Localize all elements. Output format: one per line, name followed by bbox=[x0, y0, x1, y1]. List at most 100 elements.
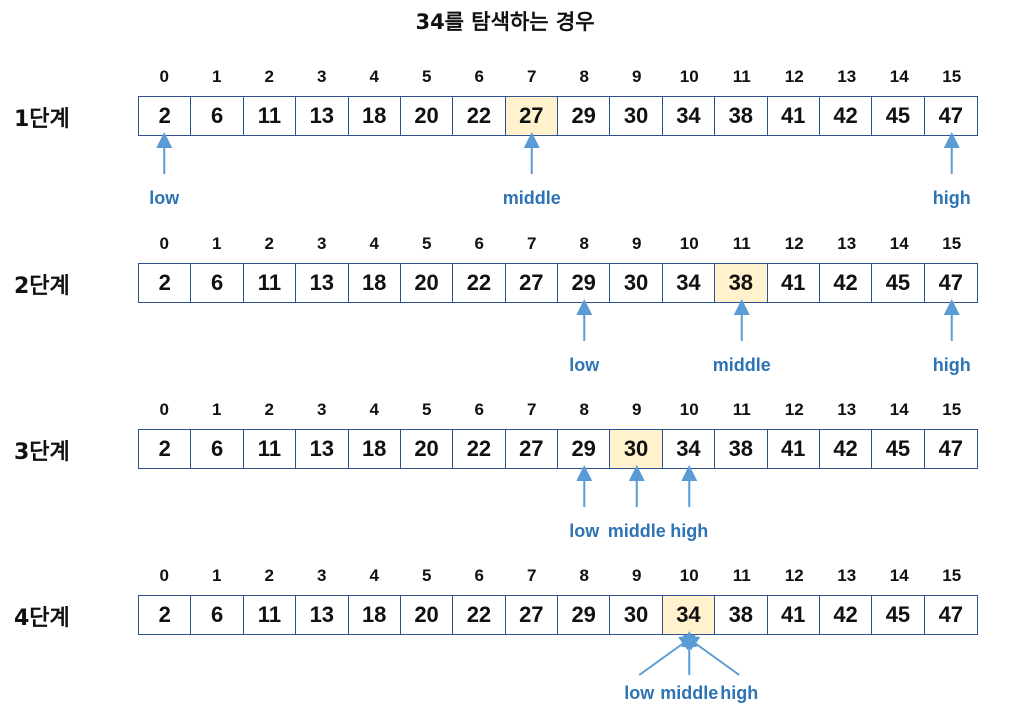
index-label: 1 bbox=[212, 400, 222, 419]
index-label: 12 bbox=[784, 400, 804, 419]
array-cell: 27 bbox=[506, 264, 558, 302]
index-label: 2 bbox=[264, 400, 274, 419]
index-label: 3 bbox=[317, 400, 327, 419]
array-cell: 29 bbox=[558, 430, 611, 468]
array-cell: 6 bbox=[191, 430, 244, 468]
index-label: 14 bbox=[889, 234, 909, 253]
array-cell: 45 bbox=[872, 97, 925, 135]
array-cell: 41 bbox=[768, 264, 820, 302]
stage-label-2: 2단계 bbox=[14, 274, 70, 299]
index-label: 7 bbox=[527, 234, 537, 253]
index-label: 3 bbox=[317, 234, 327, 253]
array-cell: 38 bbox=[715, 97, 768, 135]
index-label: 4 bbox=[369, 67, 379, 86]
index-label: 4 bbox=[369, 400, 379, 419]
array-cell: 13 bbox=[296, 264, 349, 302]
index-label: 11 bbox=[732, 400, 751, 419]
pointer-label-high: high bbox=[932, 355, 971, 375]
array-cell: 30 bbox=[610, 97, 663, 135]
index-label: 13 bbox=[837, 67, 857, 86]
index-label: 7 bbox=[527, 400, 537, 419]
array-cell: 47 bbox=[938, 103, 964, 128]
index-label: 10 bbox=[679, 234, 699, 253]
index-label: 14 bbox=[889, 67, 909, 86]
diagram-title: 34를 탐색하는 경우 bbox=[415, 10, 595, 34]
index-label: 9 bbox=[632, 67, 642, 86]
array-cell: 6 bbox=[191, 97, 244, 135]
array-cell: 45 bbox=[872, 596, 925, 634]
array-cell: 41 bbox=[768, 430, 820, 468]
array-cell: 2 bbox=[139, 97, 192, 135]
array-cell: 34 bbox=[663, 264, 716, 302]
array-cell: 42 bbox=[820, 264, 873, 302]
array-cell: 34 bbox=[663, 430, 716, 468]
pointer-label-high: high bbox=[932, 188, 971, 208]
array-cell: 47 bbox=[938, 602, 964, 627]
array-cell: 22 bbox=[453, 264, 506, 302]
array-cell: 18 bbox=[349, 430, 401, 468]
pointer-label-high: high bbox=[720, 683, 759, 703]
index-label: 12 bbox=[784, 67, 804, 86]
array-cell: 20 bbox=[401, 430, 454, 468]
index-label: 6 bbox=[474, 566, 484, 585]
array-cell: 47 bbox=[938, 436, 964, 461]
array-cell: 18 bbox=[349, 264, 401, 302]
array-cell: 45 bbox=[872, 264, 925, 302]
array-cell: 38 bbox=[715, 430, 768, 468]
index-label: 1 bbox=[212, 234, 222, 253]
array-cell: 13 bbox=[296, 97, 349, 135]
index-label: 11 bbox=[732, 67, 751, 86]
index-label: 3 bbox=[317, 67, 327, 86]
array-cell: 2 bbox=[139, 264, 192, 302]
index-label: 12 bbox=[784, 234, 804, 253]
index-label: 0 bbox=[159, 67, 169, 86]
pointer-label-middle: middle bbox=[660, 683, 719, 703]
pointer-label-middle: middle bbox=[712, 355, 771, 375]
pointer-label-low: low bbox=[149, 188, 180, 208]
index-label: 11 bbox=[732, 566, 751, 585]
index-label: 14 bbox=[889, 566, 909, 585]
array-cell: 42 bbox=[820, 430, 873, 468]
array-cell: 22 bbox=[453, 596, 506, 634]
array-cell: 41 bbox=[768, 97, 820, 135]
index-label: 15 bbox=[942, 234, 962, 253]
index-label: 10 bbox=[679, 566, 699, 585]
array-cell: 30 bbox=[610, 596, 663, 634]
pointer-label-low: low bbox=[569, 521, 600, 541]
array-cell: 42 bbox=[820, 596, 873, 634]
stage-label-3: 3단계 bbox=[14, 440, 70, 465]
index-label: 9 bbox=[632, 566, 642, 585]
index-label: 5 bbox=[422, 234, 432, 253]
array-cell: 22 bbox=[453, 97, 506, 135]
array-cell: 34 bbox=[663, 97, 716, 135]
array-cell: 20 bbox=[401, 596, 454, 634]
array-cell: 20 bbox=[401, 97, 454, 135]
array-cell: 38 bbox=[715, 596, 768, 634]
array-cell: 27 bbox=[506, 596, 558, 634]
pointer-label-middle: middle bbox=[502, 188, 561, 208]
array-cell: 20 bbox=[401, 264, 454, 302]
array-cell: 2 bbox=[139, 430, 192, 468]
index-label: 8 bbox=[579, 67, 589, 86]
index-label: 6 bbox=[474, 234, 484, 253]
pointer-label-middle: middle bbox=[607, 521, 666, 541]
index-label: 11 bbox=[732, 234, 751, 253]
index-label: 0 bbox=[159, 400, 169, 419]
index-label: 8 bbox=[579, 400, 589, 419]
array-cell: 2 bbox=[139, 596, 192, 634]
array-cell: 29 bbox=[558, 596, 611, 634]
array-cell: 18 bbox=[349, 596, 401, 634]
array-cell: 42 bbox=[820, 97, 873, 135]
index-label: 5 bbox=[422, 67, 432, 86]
array-cell: 13 bbox=[296, 596, 349, 634]
array-cell: 11 bbox=[244, 264, 297, 302]
index-label: 15 bbox=[942, 400, 962, 419]
array-cell-middle: 38 bbox=[715, 264, 768, 302]
array-cell-middle: 30 bbox=[610, 430, 663, 468]
